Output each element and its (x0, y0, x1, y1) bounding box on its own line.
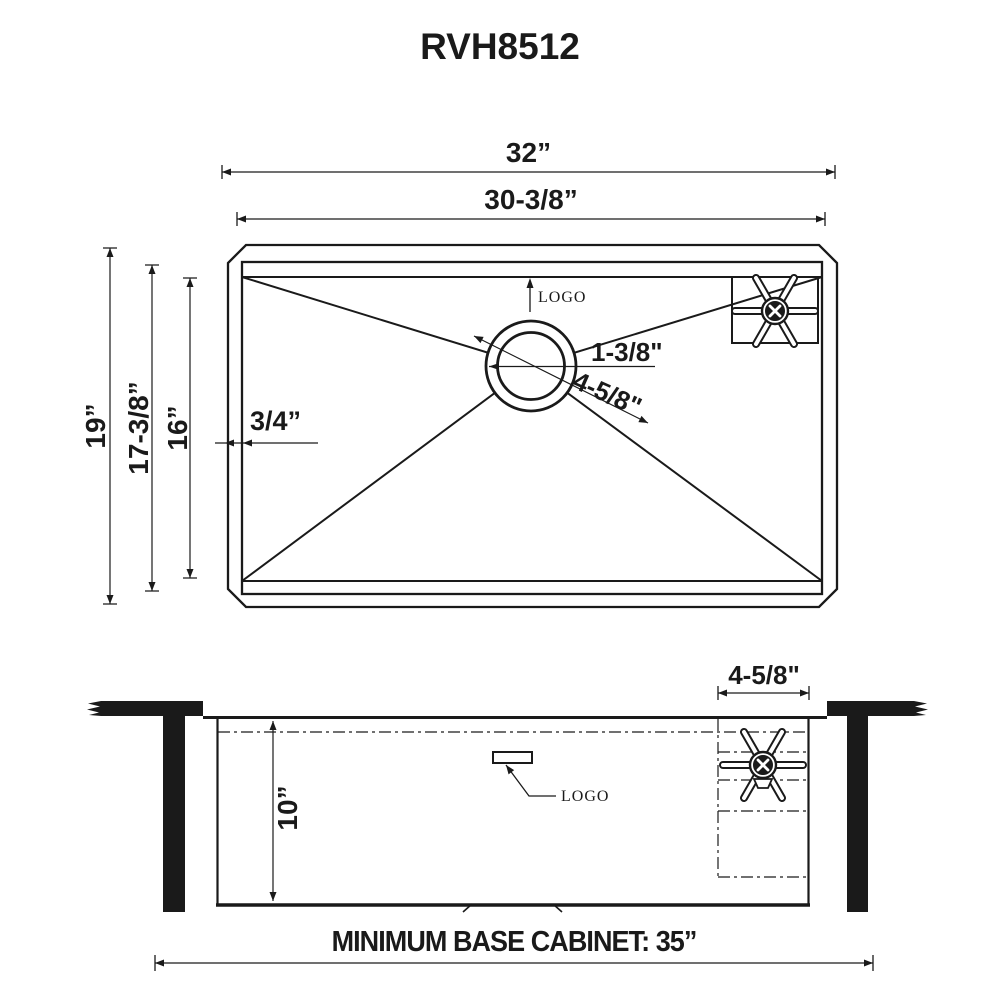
page-title: RVH8512 (420, 26, 580, 67)
dim-label-drain-lip: 1-3/8" (591, 337, 663, 367)
dim-base-depth (183, 277, 197, 579)
dim-label-deck-width: 4-5/8" (728, 660, 800, 690)
cabinet-wall-right (847, 716, 868, 912)
top-view (103, 165, 839, 609)
dim-outer-depth (103, 247, 117, 605)
logo-leader (505, 764, 556, 797)
bowl-opening-outline (240, 260, 824, 596)
dim-label-rim-width: 3/4” (250, 406, 302, 436)
faucet-hole-base (752, 778, 774, 789)
sink-outer-outline (226, 243, 839, 609)
dim-label-bowl-depth: 17-3/8” (123, 381, 154, 475)
logo-label-side: LOGO (561, 788, 610, 805)
bowl-base-lines (242, 276, 822, 582)
drain-width-leader (473, 335, 649, 424)
bowl-slope-diagonals (241, 276, 823, 582)
logo-arrow (526, 278, 534, 312)
bowl-side-walls (216, 717, 810, 904)
dim-deck-width (717, 686, 810, 700)
dim-label-outer-width: 32” (505, 137, 552, 168)
dim-rim-width-leader (215, 439, 318, 447)
dim-outer-width (221, 165, 836, 179)
side-view (87, 686, 928, 971)
cabinet-wall-left (163, 716, 185, 912)
dim-bowl-width (236, 212, 826, 226)
dim-label-outer-depth: 19” (80, 403, 111, 449)
dim-label-depth-side: 10” (272, 785, 303, 831)
dim-label-bowl-width: 30-3/8” (484, 184, 578, 215)
dim-bowl-depth (145, 264, 159, 592)
countertop-right (827, 701, 928, 716)
faucet-hole-icon (735, 278, 815, 344)
countertop-left (87, 701, 203, 716)
min-base-cabinet-label: MINIMUM BASE CABINET: 35” (331, 926, 698, 958)
drain-slope-marks (462, 903, 563, 913)
logo-plate-icon (492, 751, 533, 764)
dim-min-cabinet (154, 955, 874, 971)
dim-label-base-depth: 16” (162, 405, 193, 451)
faucet-deck-hidden-lines (717, 719, 808, 878)
logo-label-top: LOGO (538, 289, 587, 306)
